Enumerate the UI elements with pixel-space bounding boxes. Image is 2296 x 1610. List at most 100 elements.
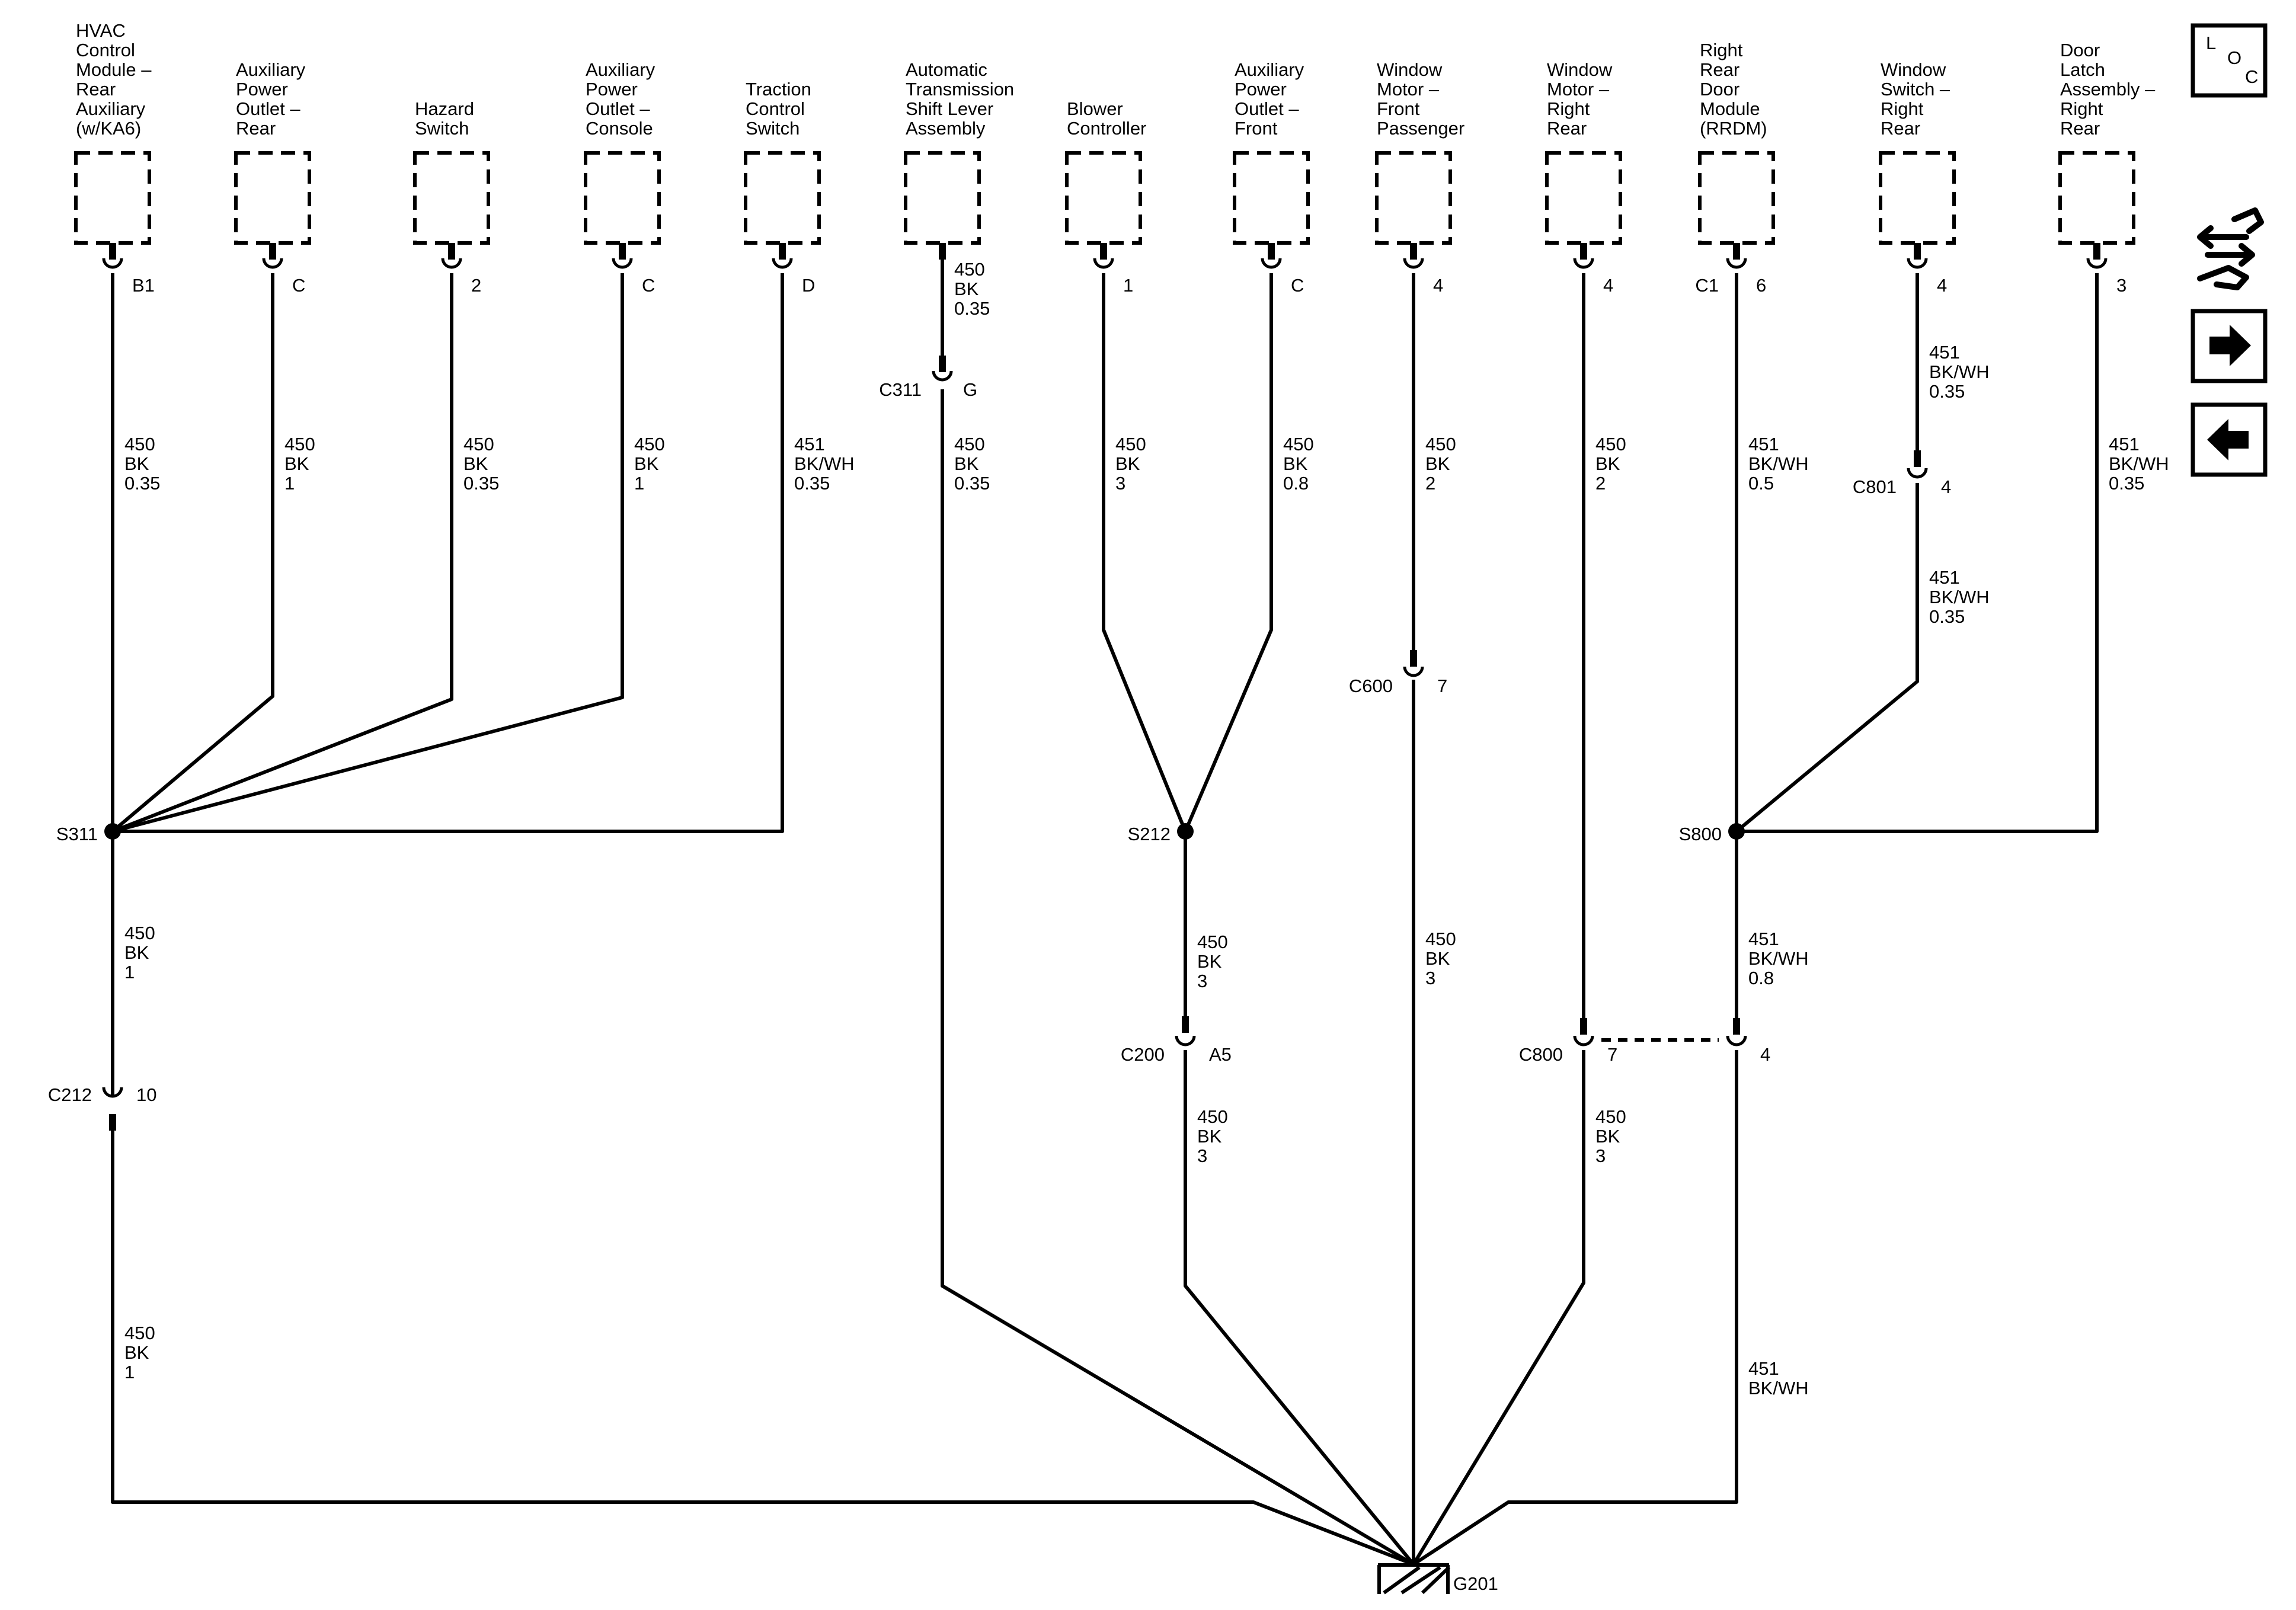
loc-button[interactable] [2191, 23, 2268, 98]
pin-number: C [1291, 275, 1304, 296]
arrow-right-icon[interactable] [2191, 309, 2268, 383]
component-name: Module – [76, 59, 152, 80]
nav-buttons[interactable]: LOC [2191, 23, 2268, 477]
connector-name: C801 [1853, 476, 1897, 497]
component-name: Rear [1700, 59, 1739, 80]
component-name: Assembly [906, 118, 986, 139]
components [74, 151, 2135, 1595]
wire [1734, 483, 1919, 834]
splice-name: S800 [1679, 824, 1722, 844]
connector-name: C800 [1519, 1044, 1563, 1065]
wire-label: 451 [1929, 342, 1960, 363]
wire-label: BK [284, 453, 309, 474]
wire-label: 3 [1595, 1145, 1606, 1166]
component-box [904, 151, 981, 245]
pin-stub [779, 243, 786, 260]
pin-connector [612, 258, 633, 269]
component-name: Traction [746, 79, 811, 100]
wire-label: BK [634, 453, 659, 474]
connector-tools-icon[interactable] [2197, 207, 2264, 290]
wire-label: 3 [1197, 1145, 1207, 1166]
pin-number: C1 [1695, 275, 1719, 296]
connector-name: C600 [1349, 676, 1393, 696]
component-name: Front [1235, 118, 1278, 139]
pin-number: 4 [1603, 275, 1613, 296]
ground-hatch [1383, 1566, 1421, 1595]
wire-label: 450 [954, 259, 985, 280]
wire-label: 0.35 [954, 473, 990, 494]
wire-label: BK [124, 453, 149, 474]
pin-stub [1182, 1016, 1189, 1033]
wire-label: BK/WH [1929, 587, 1990, 607]
component-box [74, 151, 151, 245]
wire [1735, 273, 2099, 833]
component-name: Automatic [906, 59, 987, 80]
wire-label: 2 [1595, 473, 1606, 494]
pin-number: G [963, 379, 977, 400]
wire-label: BK [954, 453, 979, 474]
pin-stub [1914, 243, 1921, 260]
wire [110, 273, 453, 834]
component-name: Rear [236, 118, 276, 139]
component-name: Door [2060, 40, 2100, 60]
component-name: Outlet – [1235, 98, 1299, 119]
pin-connector [1907, 258, 1928, 269]
loc-letter: O [2227, 47, 2241, 68]
wire-label: 450 [124, 1323, 155, 1343]
wire-label: BK [1425, 948, 1450, 969]
pin-number: 3 [2116, 275, 2126, 296]
component-name: Auxiliary [236, 59, 306, 80]
component-name: Right [1881, 98, 1924, 119]
component-box [1375, 151, 1452, 245]
wire-label: BK [124, 942, 149, 963]
pin-number: 7 [1607, 1044, 1617, 1065]
component-name: Module [1700, 98, 1760, 119]
connector-c800-pin4 [1726, 1035, 1747, 1046]
wire-label: BK [463, 453, 488, 474]
pin-connector [1403, 258, 1424, 269]
wire [110, 273, 274, 834]
pin-number: B1 [132, 275, 155, 296]
wire-label: BK/WH [1748, 1378, 1809, 1398]
component-name: Motor – [1547, 79, 1610, 100]
pin-stub [1100, 243, 1107, 260]
component-name: Switch [746, 118, 800, 139]
component-name: Outlet – [236, 98, 300, 119]
wire-label: BK [1115, 453, 1140, 474]
wire-label: 450 [1197, 932, 1228, 952]
component-name: Power [236, 79, 288, 100]
pin-connector [441, 258, 462, 269]
component-name: Rear [1881, 118, 1920, 139]
ground-bar [1378, 1563, 1449, 1567]
pin-number: A5 [1209, 1044, 1232, 1065]
component-box [584, 151, 661, 245]
wire [1184, 1050, 1416, 1567]
connector-name: C311 [879, 379, 922, 400]
pin-stub [1733, 243, 1740, 260]
wire-label: BK [1197, 1126, 1222, 1147]
wire-label: BK/WH [1929, 361, 1990, 382]
splice-name: S212 [1128, 824, 1171, 844]
pin-stub [1914, 450, 1921, 467]
wire-label: 451 [1748, 434, 1779, 454]
wire-label: 450 [463, 434, 494, 454]
pin-number: 4 [1433, 275, 1443, 296]
component-name: Power [586, 79, 638, 100]
component-name: (RRDM) [1700, 118, 1767, 139]
wire-label: BK [1595, 1126, 1620, 1147]
component-name: Door [1700, 79, 1739, 100]
pin-number: 10 [136, 1084, 156, 1105]
component-name: (w/KA6) [76, 118, 141, 139]
arrow-left-icon[interactable] [2191, 402, 2268, 477]
wire-label: 451 [1748, 929, 1779, 949]
component-name: Console [586, 118, 653, 139]
pin-stub [448, 243, 455, 260]
component-box [1065, 151, 1142, 245]
pin-stub [1733, 1018, 1740, 1035]
wire-label: 1 [284, 473, 295, 494]
component-name: HVAC [76, 20, 126, 41]
component-name: Controller [1067, 118, 1146, 139]
component-name: Assembly – [2060, 79, 2156, 100]
component-name: Right [1547, 98, 1590, 119]
wire-label: 450 [1425, 434, 1456, 454]
